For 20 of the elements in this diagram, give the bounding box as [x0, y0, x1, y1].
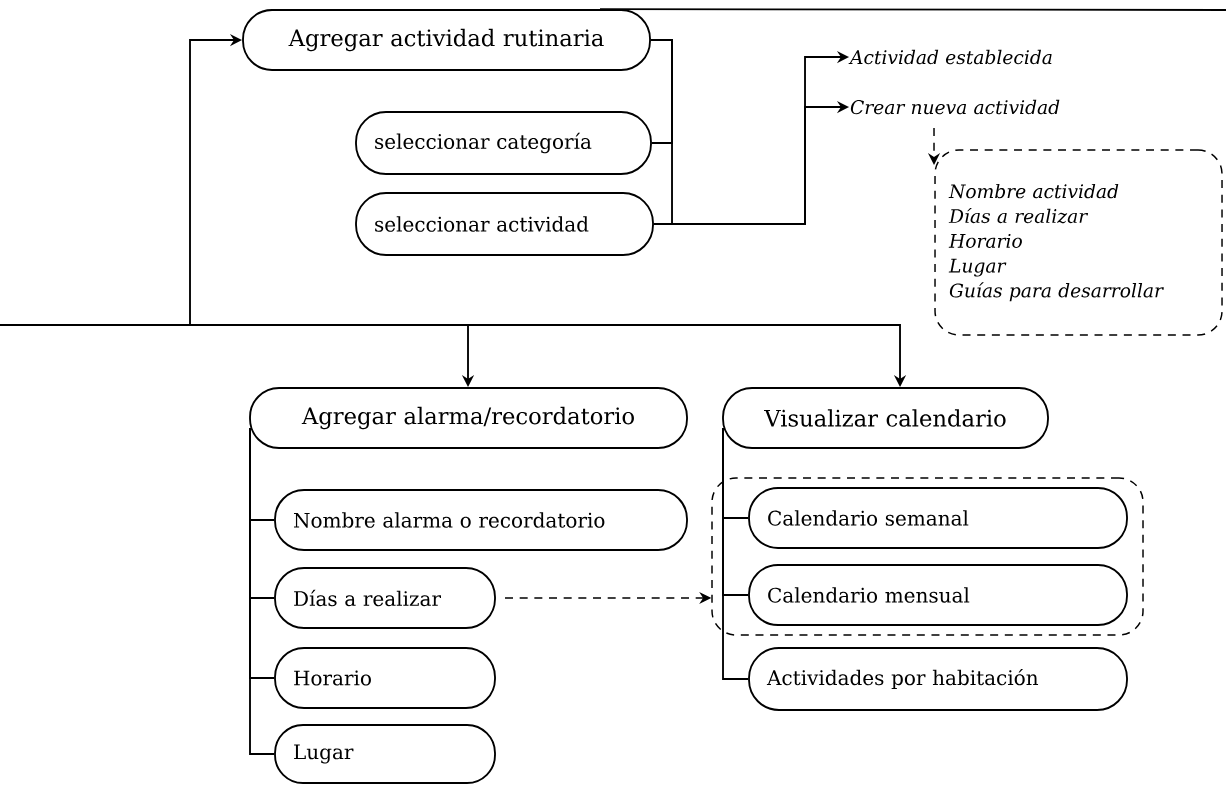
connector-line: [650, 39, 673, 225]
option-box: Horario: [274, 647, 496, 709]
process-box: Agregar alarma/recordatorio: [249, 387, 688, 449]
option-box: Actividades por habitación: [748, 647, 1128, 711]
process-box: Agregar actividad rutinaria: [242, 9, 651, 71]
process-box: Visualizar calendario: [722, 387, 1049, 449]
option-box: seleccionar actividad: [355, 192, 654, 256]
option-box: Lugar: [274, 724, 496, 784]
option-box: Calendario mensual: [748, 564, 1128, 626]
option-text: Actividad establecida: [848, 49, 1052, 65]
option-box: Calendario semanal: [748, 487, 1128, 549]
option-box: Días a realizar: [274, 567, 496, 629]
option-box: Nombre alarma o recordatorio: [274, 489, 688, 551]
connector-line: [599, 8, 1226, 11]
field-list-box: Nombre actividad Días a realizar Horario Lugar Guías para desarrollar: [934, 149, 1223, 336]
connector-line: [722, 427, 749, 680]
connector-line: [249, 427, 275, 755]
group-box: [711, 477, 1144, 636]
option-box: seleccionar categoría: [355, 111, 652, 175]
option-text: Crear nueva actividad: [850, 99, 1060, 115]
